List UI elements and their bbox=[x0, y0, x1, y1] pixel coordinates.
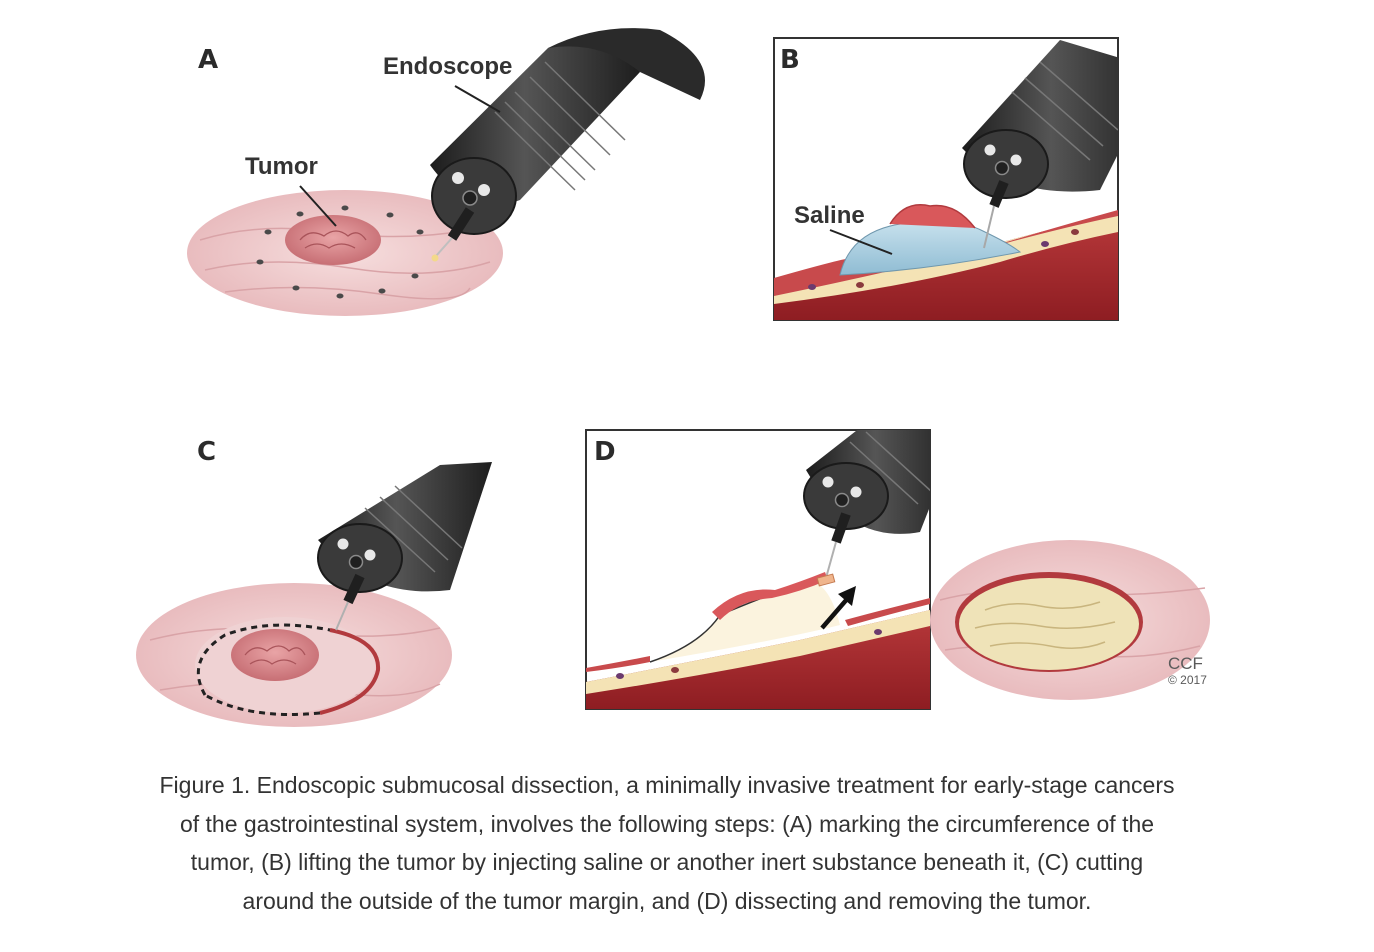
caption-line: Figure 1. Endoscopic submucosal dissecti… bbox=[159, 772, 1175, 798]
panel-d-letter: D bbox=[594, 437, 616, 467]
panel-b-letter: B bbox=[780, 45, 800, 75]
ccf-credit: CCF © 2017 bbox=[1168, 654, 1207, 687]
panel-c-letter: C bbox=[197, 437, 216, 467]
figure-caption: Figure 1. Endoscopic submucosal dissecti… bbox=[80, 766, 1254, 920]
tissue-cross-section-d bbox=[586, 572, 930, 709]
marking-dots-a bbox=[256, 205, 424, 299]
panel-c: C bbox=[136, 437, 492, 727]
ccf-credit-name: CCF bbox=[1168, 654, 1203, 673]
ccf-credit-year: © 2017 bbox=[1168, 673, 1207, 687]
caption-line: around the outside of the tumor margin, … bbox=[242, 887, 1092, 914]
endoscope-c bbox=[317, 462, 492, 631]
lift-arrow-d bbox=[820, 586, 856, 630]
endoscope-d bbox=[803, 430, 930, 587]
caption-line: of the gastrointestinal system, involves… bbox=[179, 810, 1155, 837]
endoscope-b bbox=[962, 40, 1118, 249]
panel-b: B Saline bbox=[773, 37, 1119, 321]
callout-tumor: Tumor bbox=[245, 153, 337, 227]
tumor-c bbox=[231, 629, 319, 681]
panel-d: D bbox=[585, 429, 931, 710]
tumor-label: Tumor bbox=[245, 153, 318, 180]
endoscope-a bbox=[430, 28, 705, 262]
resected-site bbox=[930, 540, 1210, 700]
endoscope-label: Endoscope bbox=[383, 53, 512, 80]
caption-line: tumor, (B) lifting the tumor by injectin… bbox=[190, 849, 1144, 875]
panel-a-letter: A bbox=[198, 45, 218, 75]
tissue-cross-section-b bbox=[774, 204, 1118, 320]
panel-a: A bbox=[187, 28, 705, 316]
saline-label: Saline bbox=[794, 202, 865, 229]
callout-saline: Saline bbox=[794, 202, 893, 255]
callout-endoscope: Endoscope bbox=[383, 53, 512, 113]
tumor-a bbox=[285, 215, 381, 265]
